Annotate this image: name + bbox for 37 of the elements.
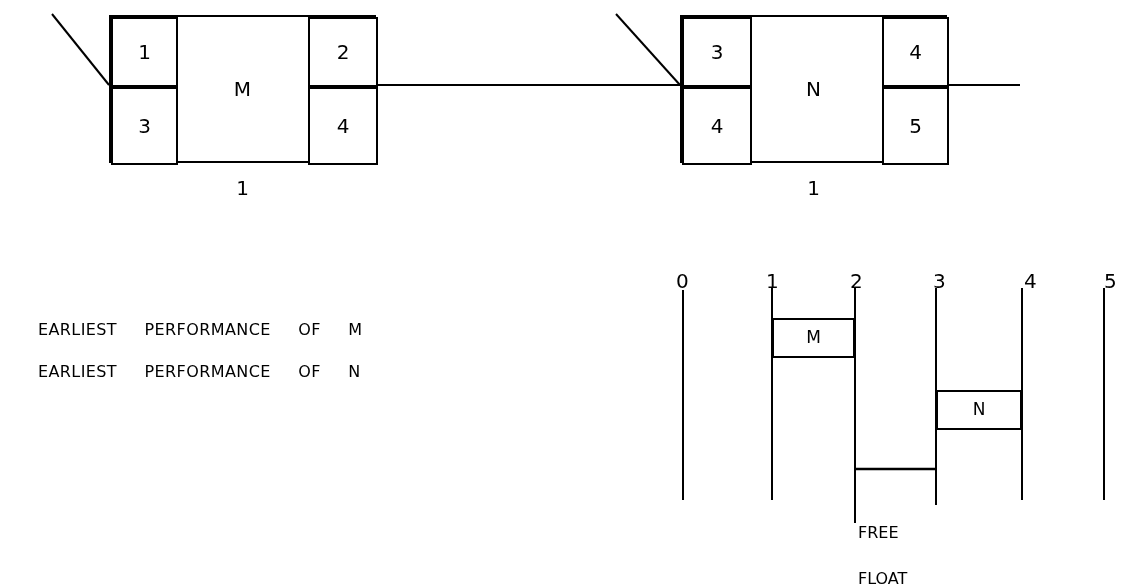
time-tick-label: 2 xyxy=(850,268,864,295)
legend-text: EARLIEST PERFORMANCE OF N xyxy=(38,361,362,383)
value-cell xyxy=(111,17,178,87)
value-cell xyxy=(111,87,178,165)
legend-text: EARLIEST PERFORMANCE OF M xyxy=(38,319,364,341)
cell-value: 3 xyxy=(710,39,724,66)
value-cell xyxy=(682,87,752,165)
value-cell xyxy=(308,87,378,165)
activity-box xyxy=(109,15,376,163)
activity-label: M xyxy=(233,76,252,103)
time-tick-label: 1 xyxy=(766,268,780,295)
cell-value: 2 xyxy=(336,39,350,66)
time-tick-label: 4 xyxy=(1024,268,1038,295)
free-float-label: FREE FLOAT xyxy=(858,522,909,586)
duration-label: 1 xyxy=(235,175,250,202)
cell-value: 4 xyxy=(909,39,922,66)
time-tick-label: 3 xyxy=(933,268,947,295)
value-cell xyxy=(882,17,949,87)
cell-value: 4 xyxy=(336,113,350,140)
value-cell xyxy=(308,17,378,87)
cell-value: 4 xyxy=(710,113,724,140)
duration-label: 1 xyxy=(806,175,821,202)
cell-value: 1 xyxy=(138,39,151,66)
activity-label: M xyxy=(806,326,821,350)
activity-label: N xyxy=(806,76,821,103)
value-cell xyxy=(882,87,949,165)
connector-line xyxy=(51,13,110,86)
activity-bar xyxy=(936,390,1022,430)
connector-line xyxy=(615,13,681,86)
time-tick-label: 0 xyxy=(676,268,690,295)
cell-value: 5 xyxy=(909,113,922,140)
time-tick-label: 5 xyxy=(1104,268,1118,295)
activity-label: N xyxy=(972,398,986,422)
activity-box xyxy=(680,15,947,163)
activity-bar xyxy=(772,318,855,358)
cell-value: 3 xyxy=(138,113,151,140)
value-cell xyxy=(682,17,752,87)
